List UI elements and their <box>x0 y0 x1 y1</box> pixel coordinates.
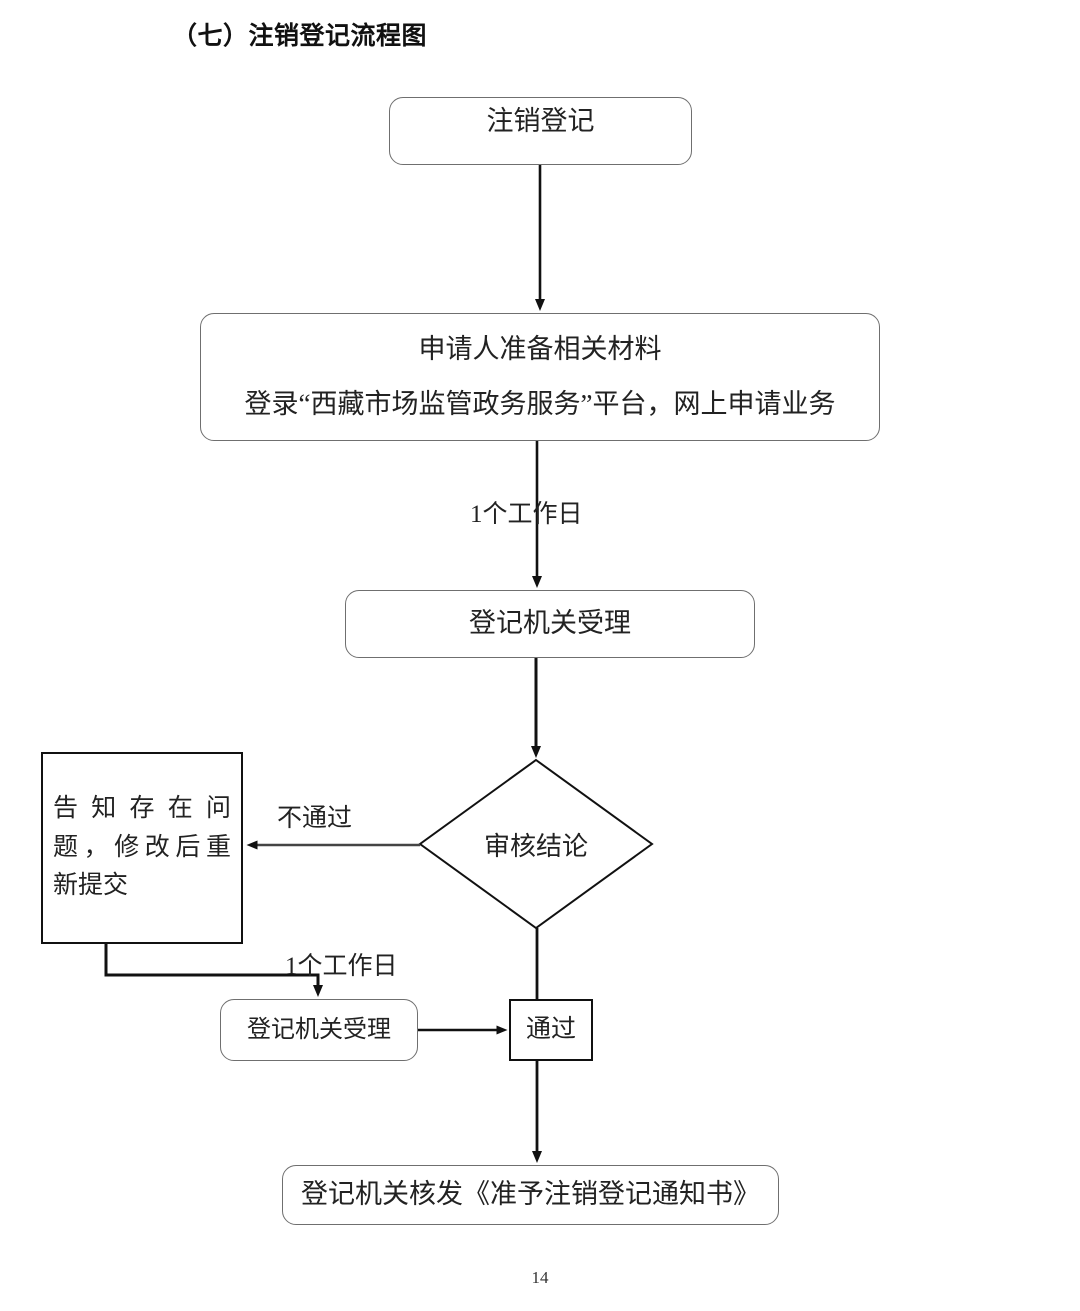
node-issue-cancellation-notice[interactable]: 登记机关核发《准予注销登记通知书》 <box>282 1165 779 1225</box>
node-prepare-line1: 申请人准备相关材料 <box>418 333 662 364</box>
node-notify-issues-resubmit[interactable]: 告知存在问 题，修改后重 新提交 <box>41 752 243 944</box>
node-final-label: 登记机关核发《准予注销登记通知书》 <box>301 1179 760 1210</box>
node-start-label: 注销登记 <box>486 106 595 136</box>
node-decision-label: 审核结论 <box>483 831 588 861</box>
node-notify-line2: 题，修改后重 <box>53 833 231 861</box>
node-pass[interactable]: 通过 <box>509 999 593 1061</box>
edge-label-one-working-day-2: 1个工作日 <box>285 953 398 980</box>
node-notify-line1: 告知存在问 <box>53 794 231 822</box>
node-prepare-line2: 登录“西藏市场监管政务服务”平台，网上申请业务 <box>244 389 836 419</box>
node-review-conclusion-decision[interactable]: 审核结论 <box>420 760 652 928</box>
node-registration-authority-accept-2[interactable]: 登记机关受理 <box>220 999 418 1061</box>
node-accept1-label: 登记机关受理 <box>469 608 631 639</box>
node-accept2-label: 登记机关受理 <box>247 1016 391 1043</box>
edge-label-not-passed: 不通过 <box>277 805 353 832</box>
page-number: 14 <box>531 1268 549 1287</box>
node-applicant-prepare-materials[interactable]: 申请人准备相关材料 登录“西藏市场监管政务服务”平台，网上申请业务 <box>200 313 880 441</box>
edge-label-one-working-day-1: 1个工作日 <box>470 501 583 528</box>
node-registration-authority-accept-1[interactable]: 登记机关受理 <box>345 590 755 658</box>
node-pass-label: 通过 <box>525 1015 576 1043</box>
node-notify-line3: 新提交 <box>53 872 129 900</box>
page-title: （七）注销登记流程图 <box>172 21 428 50</box>
node-start-cancellation-registration[interactable]: 注销登记 <box>389 97 692 165</box>
